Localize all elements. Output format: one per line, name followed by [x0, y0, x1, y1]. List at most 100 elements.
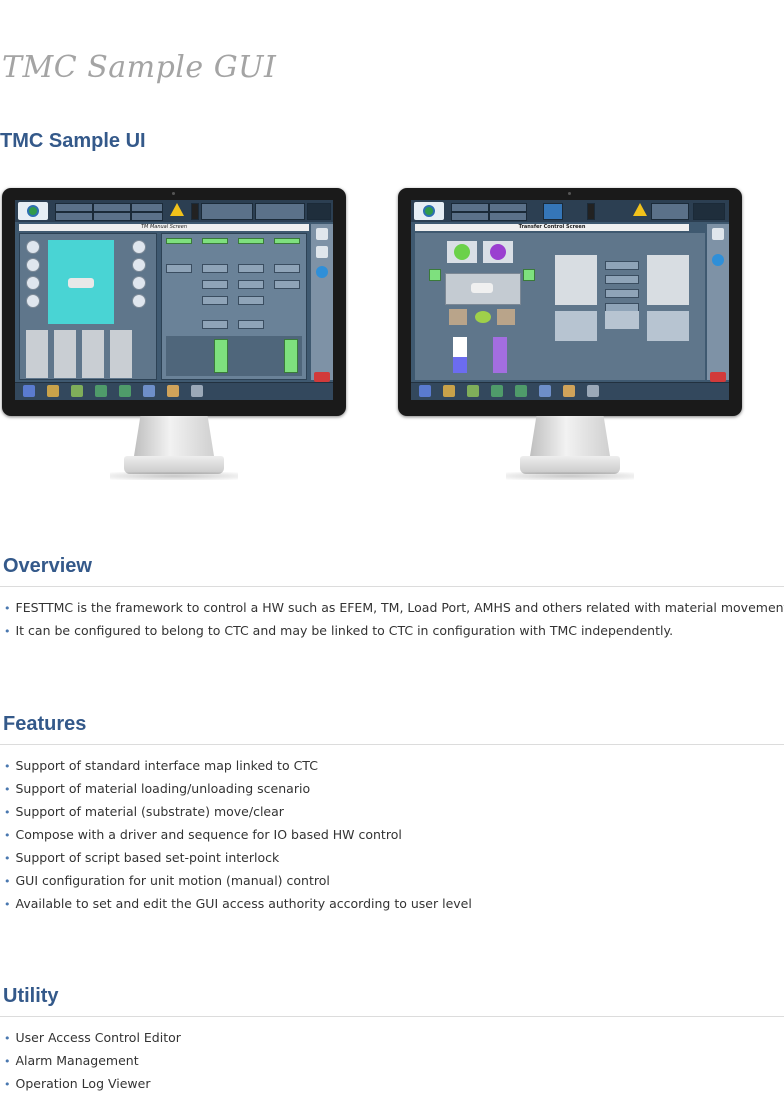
print-icon[interactable] [316, 246, 328, 258]
bullet-icon: • [4, 875, 11, 888]
load-lock [475, 311, 491, 323]
utility-icon[interactable] [191, 385, 203, 397]
utility-divider [0, 1016, 784, 1017]
login-field [55, 203, 93, 212]
parameter-icon[interactable] [563, 385, 575, 397]
io-table [166, 336, 302, 376]
load-port-4 [110, 330, 132, 378]
tm-command-button[interactable] [238, 320, 264, 329]
module-info-1 [555, 311, 597, 341]
tm-manual-screen: TM Manual Screen [15, 200, 333, 400]
exit-button[interactable] [710, 372, 726, 382]
tm-command-button[interactable] [238, 264, 264, 273]
tm-command-button[interactable] [202, 264, 228, 273]
tm-command-button[interactable] [166, 264, 192, 273]
process-module-1 [555, 255, 597, 305]
tm-command-button[interactable] [274, 280, 300, 289]
monitor-stand-foot [124, 456, 224, 474]
ges-logo [18, 202, 48, 220]
tm-command-button[interactable] [202, 280, 228, 289]
recipe-icon[interactable] [443, 385, 455, 397]
status-field [131, 203, 163, 212]
station-indicator [429, 269, 441, 281]
features-list: •Support of standard interface map linke… [4, 754, 472, 915]
bullet-icon: • [4, 898, 11, 911]
direct-io-icon[interactable] [143, 385, 155, 397]
monitor-view-icon[interactable] [543, 203, 563, 220]
parameter-icon[interactable] [167, 385, 179, 397]
screen-top-bar [15, 200, 333, 222]
wafer-cluster-icon [454, 244, 470, 260]
datetime-box [693, 203, 725, 220]
bullet-icon: • [4, 1032, 11, 1045]
overview-list: •FESTTMC is the framework to control a H… [4, 596, 784, 642]
system-icon[interactable] [23, 385, 35, 397]
wrench-icon[interactable] [712, 228, 724, 240]
manual-icon[interactable] [71, 385, 83, 397]
io-status-cell [214, 339, 228, 373]
screen-title: TM Manual Screen [140, 224, 187, 230]
transfer-diagram-panel [415, 233, 705, 380]
manual-icon[interactable] [95, 385, 107, 397]
tm-command-button[interactable] [202, 296, 228, 305]
status-indicator [202, 238, 228, 244]
features-divider [0, 744, 784, 745]
logo-mark-icon [27, 205, 39, 217]
tm-command-button[interactable] [202, 320, 228, 329]
alarm-warning-icon[interactable] [170, 203, 184, 216]
list-item: •Compose with a driver and sequence for … [4, 827, 402, 842]
alarm-warning-icon[interactable] [633, 203, 647, 216]
list-item: •User Access Control Editor [4, 1030, 181, 1045]
wafer-slot-icon [26, 276, 40, 290]
tm-command-button[interactable] [238, 280, 264, 289]
io-status-panel [201, 203, 253, 220]
bullet-icon: • [4, 829, 11, 842]
manual-icon[interactable] [515, 385, 527, 397]
wafer-cassette-1 [453, 337, 467, 373]
exit-button[interactable] [314, 372, 330, 382]
wafer-slot-icon [26, 258, 40, 272]
utility-icon[interactable] [587, 385, 599, 397]
load-port-1 [26, 330, 48, 378]
overview-heading: Overview [3, 555, 92, 577]
move-button[interactable] [605, 261, 639, 270]
bullet-icon: • [4, 1055, 11, 1068]
user-field-2 [93, 212, 131, 221]
tm-command-button[interactable] [238, 296, 264, 305]
manual-icon[interactable] [119, 385, 131, 397]
list-item: •Available to set and edit the GUI acces… [4, 896, 472, 911]
utility-list: •User Access Control Editor •Alarm Manag… [4, 1026, 181, 1095]
audio-speak-icon[interactable] [316, 266, 328, 278]
monitor-shadow [506, 472, 634, 480]
tm-command-button[interactable] [274, 264, 300, 273]
audio-speak-icon[interactable] [712, 254, 724, 266]
bullet-icon: • [4, 783, 11, 796]
list-item: •FESTTMC is the framework to control a H… [4, 600, 784, 615]
login-field-2 [55, 212, 93, 221]
transfer-control-screen: Transfer Control Screen [411, 200, 729, 400]
system-icon[interactable] [419, 385, 431, 397]
screen-bottom-bar [15, 382, 333, 400]
tm-diagram-panel [19, 233, 157, 380]
monitor-left: TM Manual Screen [2, 188, 346, 488]
wafer-cluster-icon [490, 244, 506, 260]
list-item: •It can be configured to belong to CTC a… [4, 623, 674, 638]
place-button[interactable] [605, 289, 639, 298]
pick-button[interactable] [605, 275, 639, 284]
manual-icon[interactable] [491, 385, 503, 397]
list-item: •Alarm Management [4, 1053, 139, 1068]
user-field [93, 203, 131, 212]
user-icon[interactable] [316, 228, 328, 240]
direct-io-icon[interactable] [539, 385, 551, 397]
status-indicator [274, 238, 300, 244]
wafer-slot-icon [26, 294, 40, 308]
buffer-station-2 [483, 241, 513, 263]
recipe-icon[interactable] [47, 385, 59, 397]
current-status-panel [651, 203, 689, 220]
bullet-icon: • [4, 806, 11, 819]
screen-bottom-bar [411, 382, 729, 400]
screen-title: Transfer Control Screen [518, 224, 586, 230]
list-item: •Support of standard interface map linke… [4, 758, 318, 773]
manual-icon[interactable] [467, 385, 479, 397]
robot-arm-icon [68, 278, 94, 288]
